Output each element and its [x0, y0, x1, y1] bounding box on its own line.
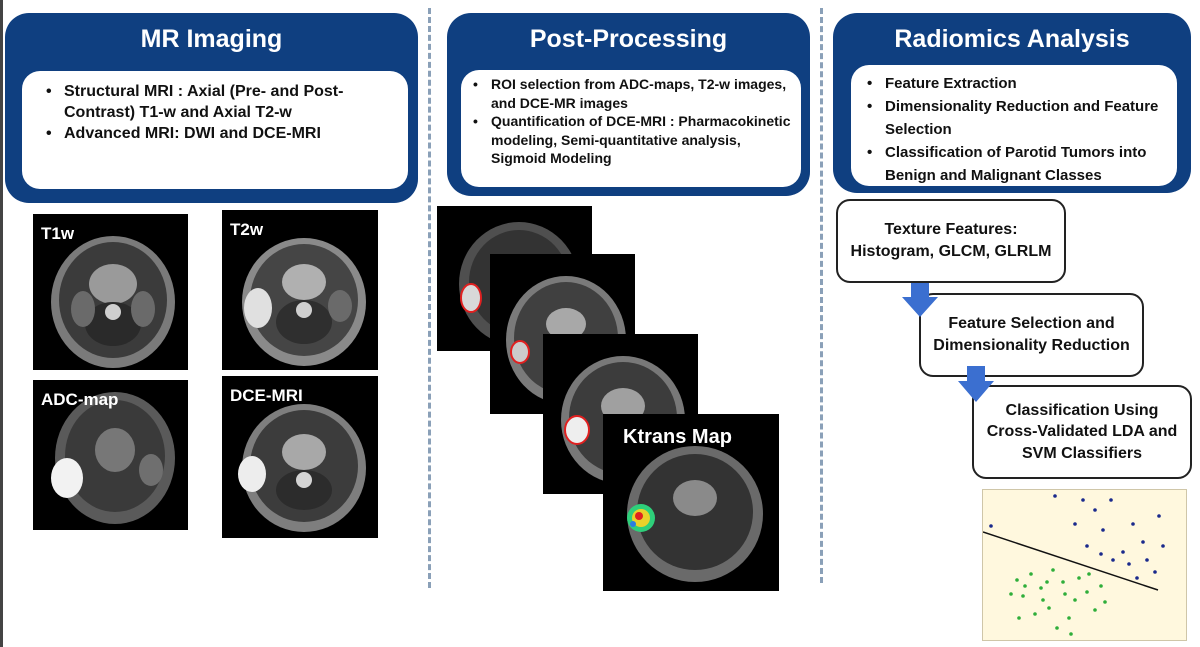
dce-mri-label: DCE-MRI [230, 386, 303, 405]
scatter-point-benign [1033, 612, 1037, 616]
left-edge-strip [0, 0, 3, 647]
scatter-point-malignant [1081, 498, 1085, 502]
adc-map-label: ADC-map [41, 390, 119, 409]
mr-imaging-title: MR Imaging [140, 25, 283, 53]
post-processing-panel: Post-Processing ROI selection from ADC-m… [447, 13, 810, 196]
scatter-point-benign [1061, 580, 1065, 584]
scatter-point-malignant [1135, 576, 1139, 580]
down-arrow-1 [902, 283, 938, 317]
scatter-point-benign [1047, 606, 1051, 610]
flow-step-classification: Classification Using Cross-Validated LDA… [972, 385, 1192, 479]
scatter-point-benign [1051, 568, 1055, 572]
radiomics-bullet-3: Classification of Parotid Tumors into Be… [867, 141, 1169, 187]
t1w-label: T1w [41, 224, 75, 243]
separator-1 [428, 8, 431, 588]
ktrans-map-image: Ktrans Map [603, 414, 779, 591]
mr-imaging-body: Structural MRI : Axial (Pre- and Post-Co… [22, 71, 408, 189]
scatter-point-benign [1015, 578, 1019, 582]
scatter-point-benign [1103, 600, 1107, 604]
post-processing-bullet-1: ROI selection from ADC-maps, T2-w images… [473, 75, 793, 112]
mr-imaging-bullet-2: Advanced MRI: DWI and DCE-MRI [46, 123, 386, 144]
scatter-point-malignant [1109, 498, 1113, 502]
ktrans-map-label: Ktrans Map [623, 426, 732, 448]
down-arrow-2 [958, 366, 994, 402]
post-processing-body: ROI selection from ADC-maps, T2-w images… [461, 70, 801, 187]
scatter-point-malignant [1131, 522, 1135, 526]
scatter-point-malignant [1157, 514, 1161, 518]
scatter-point-malignant [1085, 544, 1089, 548]
radiomics-bullet-1: Feature Extraction [867, 72, 1169, 95]
decision-boundary-line [982, 531, 1159, 591]
classification-scatter-plot [982, 489, 1187, 641]
mr-imaging-panel: MR Imaging Structural MRI : Axial (Pre- … [5, 13, 418, 203]
radiomics-bullets: Feature Extraction Dimensionality Reduct… [851, 65, 1177, 187]
scatter-point-benign [1099, 584, 1103, 588]
mr-imaging-bullet-1: Structural MRI : Axial (Pre- and Post-Co… [46, 81, 386, 123]
mr-imaging-bullets: Structural MRI : Axial (Pre- and Post-Co… [22, 71, 408, 144]
scatter-point-benign [1045, 580, 1049, 584]
flow-step-texture-features: Texture Features: Histogram, GLCM, GLRLM [836, 199, 1066, 283]
post-processing-bullets: ROI selection from ADC-maps, T2-w images… [461, 70, 801, 168]
scatter-point-malignant [1121, 550, 1125, 554]
adc-map-image: ADC-map [33, 380, 188, 530]
scatter-point-benign [1039, 586, 1043, 590]
scatter-point-malignant [1153, 570, 1157, 574]
t1w-image: T1w [33, 214, 188, 370]
scatter-point-benign [1093, 608, 1097, 612]
dce-mri-image: DCE-MRI [222, 376, 378, 538]
radiomics-body: Feature Extraction Dimensionality Reduct… [851, 65, 1177, 186]
scatter-point-malignant [1161, 544, 1165, 548]
t2w-image: T2w [222, 210, 378, 370]
scatter-point-malignant [1073, 522, 1077, 526]
scatter-point-benign [1077, 576, 1081, 580]
scatter-point-benign [1087, 572, 1091, 576]
scatter-point-benign [1055, 626, 1059, 630]
scatter-point-malignant [1099, 552, 1103, 556]
post-processing-bullet-2: Quantification of DCE-MRI : Pharmacokine… [473, 112, 793, 168]
scatter-point-benign [1073, 598, 1077, 602]
scatter-point-benign [1041, 598, 1045, 602]
flow-step-feature-selection: Feature Selection and Dimensionality Red… [919, 293, 1144, 377]
scatter-point-malignant [989, 524, 993, 528]
scatter-point-benign [1021, 594, 1025, 598]
scatter-point-benign [1063, 592, 1067, 596]
radiomics-title: Radiomics Analysis [894, 25, 1130, 53]
radiomics-bullet-2: Dimensionality Reduction and Feature Sel… [867, 95, 1169, 141]
scatter-point-benign [1023, 584, 1027, 588]
scatter-point-benign [1069, 632, 1073, 636]
scatter-point-malignant [1141, 540, 1145, 544]
scatter-point-benign [1085, 590, 1089, 594]
scatter-point-malignant [1101, 528, 1105, 532]
separator-2 [820, 8, 823, 583]
scatter-point-malignant [1093, 508, 1097, 512]
t2w-label: T2w [230, 220, 264, 239]
scatter-point-benign [1009, 592, 1013, 596]
scatter-point-malignant [1111, 558, 1115, 562]
scatter-point-malignant [1145, 558, 1149, 562]
radiomics-panel: Radiomics Analysis Feature Extraction Di… [833, 13, 1191, 193]
scatter-point-benign [1017, 616, 1021, 620]
scatter-point-benign [1067, 616, 1071, 620]
scatter-point-malignant [1053, 494, 1057, 498]
scatter-point-benign [1029, 572, 1033, 576]
post-processing-title: Post-Processing [529, 25, 728, 53]
scatter-point-malignant [1127, 562, 1131, 566]
